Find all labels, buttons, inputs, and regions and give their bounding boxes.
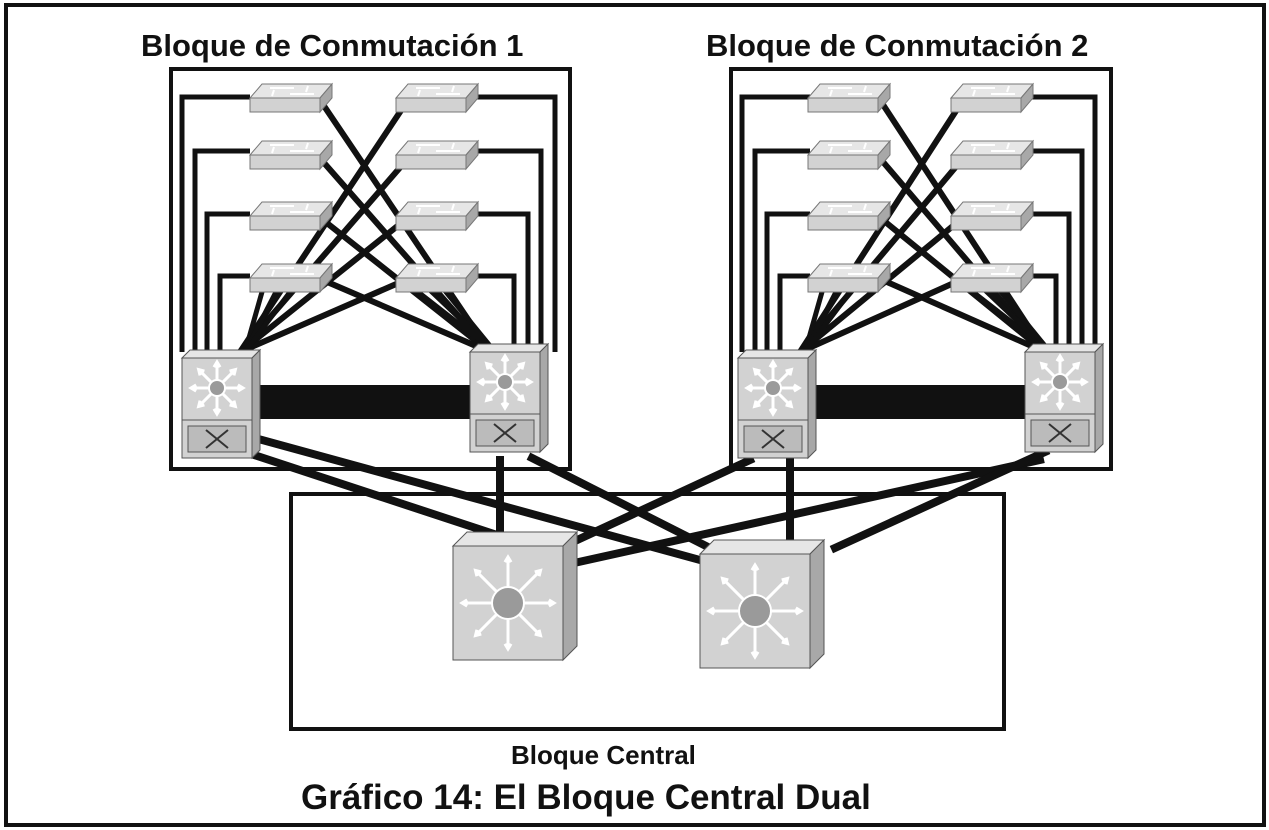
link-sb1-fan-l2	[241, 288, 294, 356]
access-switch-icon-b2-left-4	[806, 262, 892, 294]
link-sb1-outer-4	[217, 273, 250, 352]
access-switch-icon-b1-right-1	[394, 82, 480, 114]
link-sb2-cross-r3	[874, 274, 1049, 356]
link-sb2-cross-l3	[796, 274, 969, 356]
access-switch-icon-b2-left-3	[806, 200, 892, 232]
link-sb1-outer-6	[470, 148, 544, 352]
link-d1a-core2	[257, 435, 705, 565]
access-switch-icon-b2-right-1	[949, 82, 1035, 114]
link-sb1-outer-8	[470, 273, 517, 352]
link-sb1-cross-l3	[236, 274, 414, 356]
link-sb1-outer-1	[179, 94, 250, 352]
access-switch-icon-b2-right-2	[949, 139, 1035, 171]
link-sb2-outer-8	[1030, 273, 1059, 352]
outer-frame	[4, 3, 1266, 827]
access-switch-icon-b2-right-3	[949, 200, 1035, 232]
access-switch-icon-b1-left-1	[248, 82, 334, 114]
link-sb1-outer-5	[470, 94, 558, 352]
access-switch-icon-b1-right-3	[394, 200, 480, 232]
link-sb2-outer-3	[764, 211, 810, 352]
access-switch-icon-b1-left-3	[248, 200, 334, 232]
link-d2b-core1	[560, 455, 1045, 570]
link-sb2-trunk	[814, 385, 1030, 419]
access-switch-icon-b1-right-2	[394, 139, 480, 171]
link-d1b-core2	[526, 452, 716, 554]
switch-block-1-title: Bloque de Conmutación 1	[141, 28, 524, 63]
core-switch-icon-2	[698, 538, 826, 670]
devices-layer	[180, 82, 1105, 670]
switch-block-2-title: Bloque de Conmutación 2	[706, 28, 1089, 63]
link-sb2-outer-1	[739, 94, 810, 352]
switch-block-2-boundary	[729, 67, 1113, 471]
link-d1a-core1	[239, 446, 512, 544]
link-sb2-fan-l2	[801, 288, 854, 356]
distribution-switch-icon-b2-right	[1023, 342, 1105, 454]
link-sb2-outer-6	[1030, 148, 1085, 352]
link-sb1-outer-7	[470, 211, 531, 352]
distribution-switch-icon-b1-left	[180, 348, 262, 460]
access-switch-icon-b1-right-4	[394, 262, 480, 294]
link-d2a-core1	[554, 454, 756, 554]
link-sb2-outer-7	[1030, 211, 1072, 352]
link-sb1-trunk	[258, 385, 474, 419]
link-sb2-fan-r2	[997, 288, 1054, 356]
link-sb1-cross-r3	[314, 274, 494, 356]
access-switch-icon-b1-left-2	[248, 139, 334, 171]
access-switch-icon-b2-left-1	[806, 82, 892, 114]
core-block-boundary	[289, 492, 1006, 731]
access-switch-icon-b2-left-2	[806, 139, 892, 171]
link-sb2-outer-5	[1030, 94, 1098, 352]
link-sb2-outer-4	[777, 273, 810, 352]
link-sb2-outer-2	[752, 148, 810, 352]
core-block-title: Bloque Central	[511, 740, 696, 770]
link-sb1-outer-2	[192, 148, 250, 352]
access-switch-icon-b2-right-4	[949, 262, 1035, 294]
figure-caption: Gráfico 14: El Bloque Central Dual	[301, 778, 871, 817]
link-sb1-fan-r2	[442, 288, 499, 356]
link-sb1-outer-3	[204, 211, 250, 352]
access-switch-icon-b1-left-4	[248, 262, 334, 294]
core-switch-icon-1	[451, 530, 579, 662]
distribution-switch-icon-b1-right	[468, 342, 550, 454]
distribution-switch-icon-b2-left	[736, 348, 818, 460]
link-d2b-core2	[829, 446, 1051, 554]
